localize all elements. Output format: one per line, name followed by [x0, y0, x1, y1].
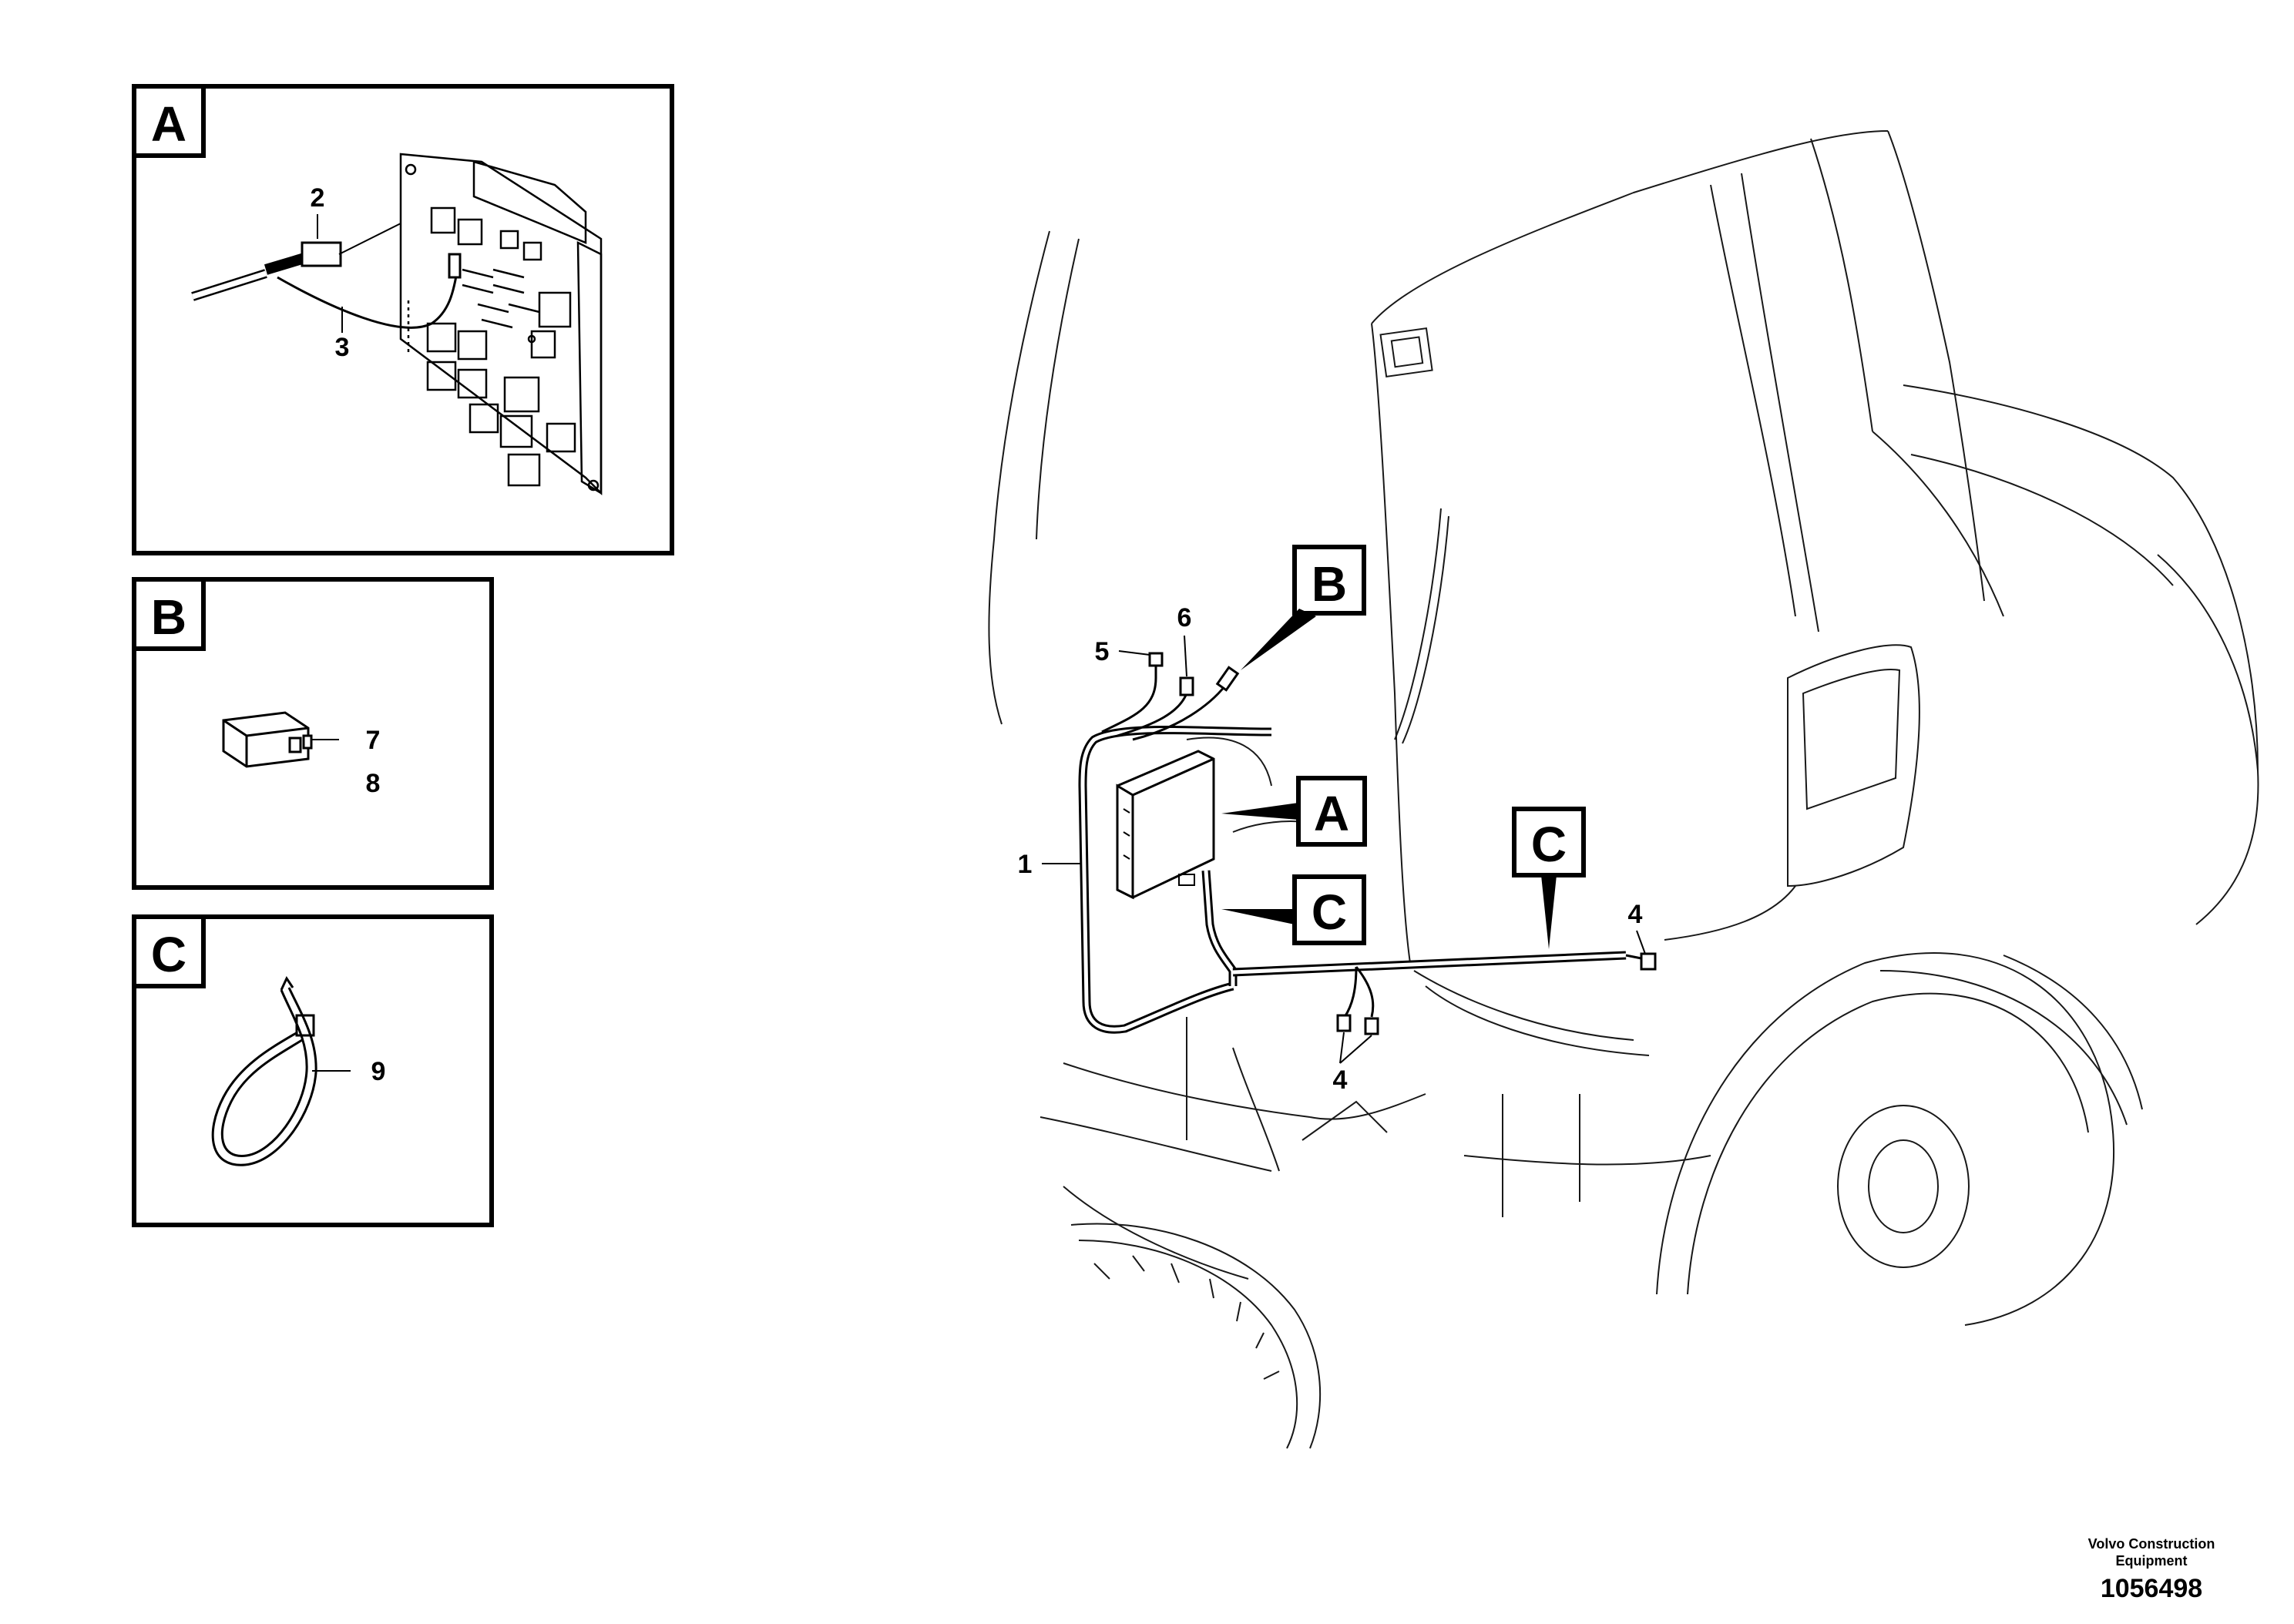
- wiring-harness-illustration: [1078, 652, 1657, 1035]
- callout-9: 9: [371, 1057, 386, 1086]
- panel-c-tag: [132, 914, 206, 988]
- relay-illustration: [222, 711, 313, 768]
- machine-cab-outline: [988, 130, 2259, 1449]
- callout-5: 5: [1095, 637, 1150, 666]
- fuse-relay-board-illustration: [399, 153, 603, 496]
- svg-text:2: 2: [311, 183, 325, 213]
- svg-text:A: A: [1314, 786, 1349, 841]
- callout-2: 2: [311, 183, 325, 239]
- panel-a-tag: [132, 84, 206, 158]
- detail-panel-a: A: [132, 84, 674, 555]
- panel-b-tag: [132, 577, 206, 651]
- svg-text:4: 4: [1628, 900, 1643, 929]
- panel-a-letter: A: [151, 96, 186, 152]
- detail-panel-c: C 9: [132, 914, 494, 1227]
- brand-label: Volvo Construction Equipment: [2087, 1536, 2215, 1569]
- callout-3: 3: [335, 307, 350, 362]
- svg-text:C: C: [1312, 884, 1347, 940]
- reference-box-c-harness: C: [1512, 807, 1586, 949]
- svg-text:B: B: [1312, 556, 1347, 612]
- reference-box-b: B: [1241, 545, 1366, 670]
- cable-tie-illustration: [211, 975, 317, 1166]
- svg-text:1: 1: [1018, 850, 1033, 879]
- svg-text:5: 5: [1095, 637, 1110, 666]
- callout-8: 8: [366, 769, 381, 798]
- callout-6: 6: [1177, 603, 1192, 677]
- svg-text:C: C: [1531, 817, 1567, 872]
- panel-c-letter: C: [151, 927, 186, 982]
- harness-connector-illustration: [191, 223, 462, 329]
- svg-text:3: 3: [335, 333, 350, 362]
- drawing-number: 1056498: [2100, 1574, 2203, 1603]
- reference-box-a: A: [1221, 776, 1367, 847]
- detail-panel-b: B 7 8: [132, 577, 494, 890]
- callout-1: 1: [1018, 850, 1080, 879]
- callout-7: 7: [366, 726, 381, 755]
- svg-text:6: 6: [1177, 603, 1192, 632]
- callout-4-bottom: 4: [1333, 1032, 1372, 1095]
- reference-box-c-module: C: [1221, 874, 1366, 945]
- callout-4-right: 4: [1628, 900, 1646, 955]
- sheet-info: Volvo Construction Equipment 1056498: [2051, 1535, 2252, 1620]
- svg-text:4: 4: [1333, 1065, 1348, 1095]
- panel-b-letter: B: [151, 589, 186, 645]
